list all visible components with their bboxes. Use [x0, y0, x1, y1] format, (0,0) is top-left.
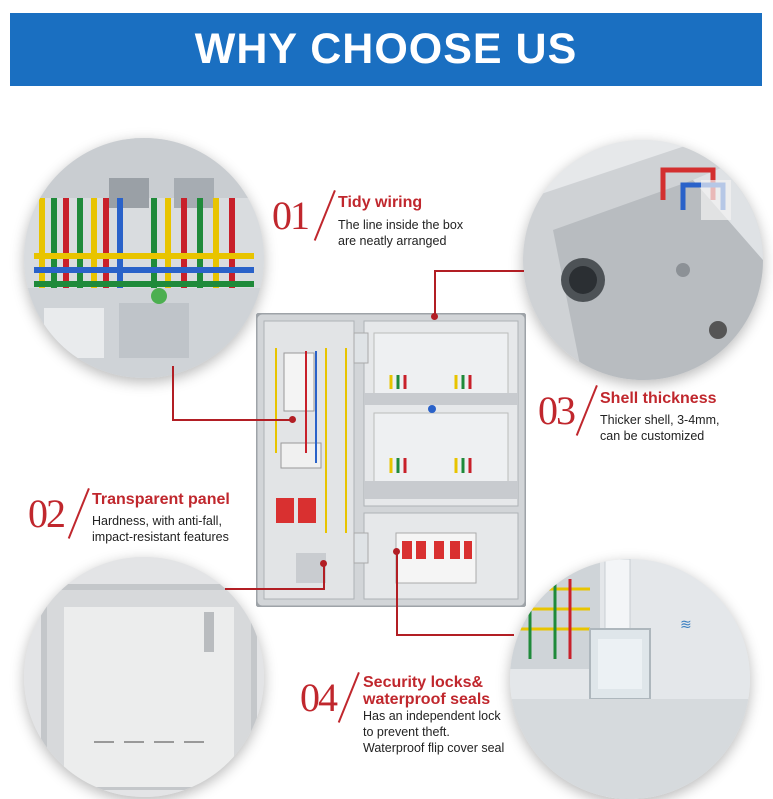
page-title: WHY CHOOSE US: [194, 25, 578, 73]
feature-desc-line: The line inside the box: [338, 218, 464, 232]
feature-desc-line: Waterproof flip cover seal: [363, 741, 505, 755]
svg-text:≋: ≋: [680, 617, 692, 633]
feature-tidy-wiring: 01 Tidy wiring The line inside the box a…: [272, 190, 492, 260]
feature-title: Shell thickness: [600, 390, 717, 407]
connector-line-04: [396, 553, 398, 636]
feature-number: 04: [300, 675, 338, 720]
feature-number: 02: [28, 491, 66, 536]
feature-number: 01: [272, 193, 310, 238]
feature-slash: [337, 672, 360, 723]
connector-dot-01: [289, 416, 296, 423]
feature-desc-line: are neatly arranged: [338, 234, 447, 248]
feature-desc-line: can be customized: [600, 429, 705, 443]
wiring-closeup-image: [24, 138, 264, 378]
feature-title: Transparent panel: [92, 491, 230, 508]
connector-line-02: [323, 566, 325, 590]
feature-description: Thicker shell, 3-4mm, can be customized: [600, 412, 719, 444]
connector-line-04: [396, 634, 514, 636]
connector-line-02: [225, 588, 325, 590]
feature-slash: [313, 190, 336, 241]
feature-description: Has an independent lock to prevent theft…: [363, 708, 504, 756]
connector-line-03: [434, 270, 436, 317]
feature-title: Security locks& waterproof seals: [363, 674, 490, 708]
connector-dot-03: [431, 313, 438, 320]
feature-shell-thickness: 03 Shell thickness Thicker shell, 3-4mm,…: [538, 385, 763, 455]
feature-title: Tidy wiring: [338, 194, 423, 211]
header-banner: WHY CHOOSE US: [10, 13, 762, 86]
distribution-box-image: [254, 311, 528, 609]
feature-desc-line: Hardness, with anti-fall,: [92, 514, 222, 528]
feature-description: The line inside the box are neatly arran…: [338, 217, 463, 249]
feature-number: 03: [538, 388, 576, 433]
feature-description: Hardness, with anti-fall, impact-resista…: [92, 513, 229, 545]
connector-line-03: [434, 270, 524, 272]
feature-title-line: Security locks&: [363, 674, 484, 691]
feature-desc-line: Thicker shell, 3-4mm,: [600, 413, 720, 427]
connector-line-01: [172, 419, 292, 421]
feature-desc-line: impact-resistant features: [92, 530, 229, 544]
feature-title-line: waterproof seals: [363, 691, 491, 708]
lock-closeup-image: ≋: [510, 559, 750, 799]
feature-slash: [67, 488, 90, 539]
panel-closeup-image: [24, 557, 264, 797]
connector-dot-04: [393, 548, 400, 555]
feature-slash: [575, 385, 598, 436]
connector-dot-02: [320, 560, 327, 567]
shell-closeup-image: [523, 140, 763, 380]
feature-desc-line: Has an independent lock: [363, 709, 501, 723]
feature-transparent-panel: 02 Transparent panel Hardness, with anti…: [28, 488, 253, 558]
feature-desc-line: to prevent theft.: [363, 725, 450, 739]
connector-line-01: [172, 366, 174, 421]
feature-security-locks: 04 Security locks& waterproof seals Has …: [300, 672, 515, 757]
